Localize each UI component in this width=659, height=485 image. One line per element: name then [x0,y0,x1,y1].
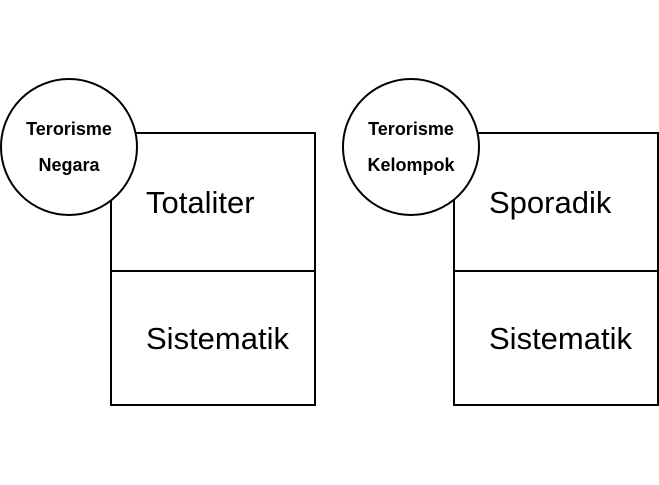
category-label-line1: Terorisme [26,119,112,139]
characteristic-cell-top: Sporadik [455,134,657,271]
characteristics-box: Sporadik Sistematik [453,132,659,406]
characteristic-cell-top: Totaliter [112,134,314,271]
characteristic-label: Sistematik [146,321,289,356]
category-label-line2: Kelompok [367,155,455,175]
characteristics-box: Totaliter Sistematik [110,132,316,406]
characteristic-label: Sporadik [489,184,612,220]
characteristic-label: Totaliter [146,184,255,220]
category-circle: Terorisme Negara [0,78,138,216]
characteristic-cell-bottom: Sistematik [455,270,657,406]
characteristic-cell-bottom: Sistematik [112,270,314,406]
characteristic-label: Sistematik [489,321,632,356]
category-circle: Terorisme Kelompok [342,78,480,216]
category-label-line1: Terorisme [368,119,454,139]
category-label-line2: Negara [38,155,100,175]
